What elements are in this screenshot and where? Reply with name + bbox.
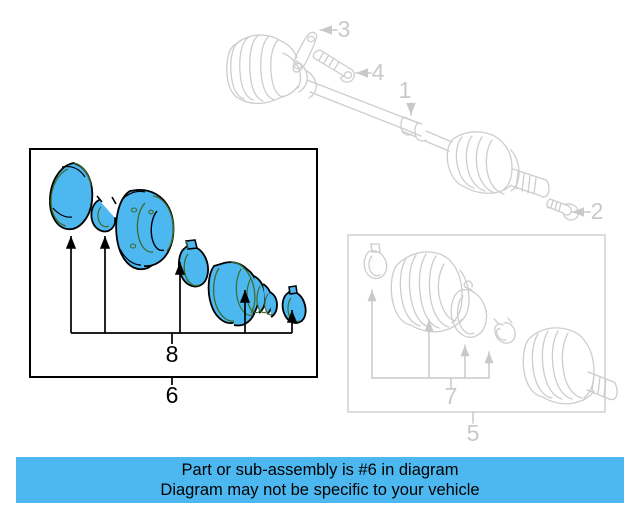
outer-bolt-grey (546, 198, 579, 221)
outer-cv-joint-grey (522, 327, 618, 405)
banner-line-2: Diagram may not be specific to your vehi… (160, 481, 480, 499)
retaining-plate-grey (292, 31, 318, 73)
callout-2-label: 2 (591, 198, 604, 224)
outer-boot-bellows-grey (390, 251, 470, 333)
flange-bolt-grey (312, 49, 356, 83)
callout-8-label: 8 (166, 341, 179, 367)
outer-cv-boot-grey (446, 131, 550, 198)
inner-boot-kit-illustration (49, 162, 307, 385)
cv-joint-body-part (115, 189, 175, 271)
callout-5-label: 5 (467, 420, 480, 446)
callout-7-leader (367, 289, 494, 389)
part-note-banner: Part or sub-assembly is #6 in diagram Di… (16, 457, 624, 503)
end-cap-part (49, 162, 94, 230)
callout-4-label: 4 (372, 59, 385, 85)
callout-6-label: 6 (166, 382, 179, 408)
callout-leaders-grey (319, 25, 591, 217)
outer-joint-box (347, 234, 606, 413)
axle-assembly-illustration (226, 25, 591, 221)
outer-boot-clamp-small-grey (363, 243, 388, 280)
callout-3-label: 3 (338, 16, 351, 42)
boot-clamp-small-part (178, 239, 209, 288)
callout-8-leader (65, 236, 298, 344)
outer-circlip-grey (493, 317, 516, 344)
outer-boot-clamp-large-grey (450, 280, 488, 338)
axle-shaft-grey (306, 79, 453, 152)
inner-cv-boot-grey (226, 34, 317, 105)
callout-7-label: 7 (445, 383, 458, 409)
circlip-part (90, 195, 117, 233)
banner-line-1: Part or sub-assembly is #6 in diagram (181, 461, 459, 479)
outer-boot-kit-illustration (363, 243, 618, 424)
callout-1-label: 1 (399, 77, 412, 103)
